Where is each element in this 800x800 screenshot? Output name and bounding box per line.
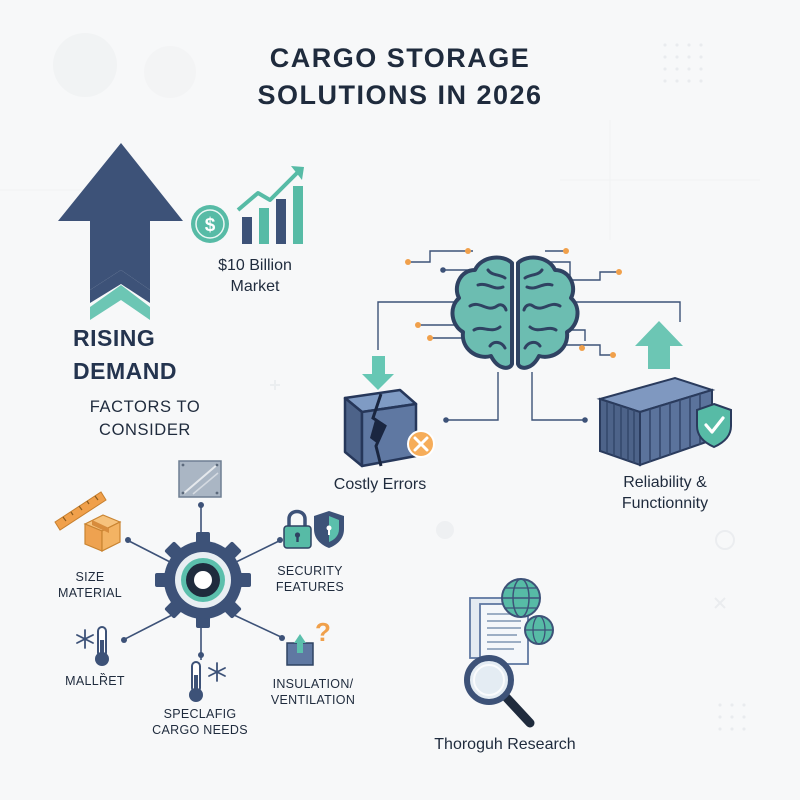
factors-line-1: FACTORS TO bbox=[89, 398, 201, 416]
brain-icon bbox=[450, 255, 580, 370]
security-features-label: SECURITY FEATURES bbox=[255, 563, 365, 595]
factors-heading: FACTORS TO CONSIDER bbox=[60, 396, 230, 442]
thermometer-icon bbox=[95, 626, 109, 666]
rising-line-2: DEMAND bbox=[73, 358, 177, 384]
ruler-icon bbox=[54, 491, 107, 531]
svg-text:?: ? bbox=[315, 617, 331, 647]
insulation-line-1: INSULATION/ bbox=[272, 677, 354, 691]
special-snowflake-icon bbox=[208, 662, 226, 682]
mallet-label: MALLȐET bbox=[65, 674, 125, 688]
up-arrow-icon bbox=[58, 143, 183, 320]
special-cargo-label: SPECLAFIG CARGO NEEDS bbox=[140, 706, 260, 738]
reliability-line-1: Reliability & bbox=[623, 474, 707, 491]
insulation-label: INSULATION/ VENTILATION bbox=[258, 676, 368, 708]
research-label: Thoroguh Research bbox=[434, 736, 576, 753]
magnifier-icon bbox=[464, 655, 535, 728]
features-line: FEATURES bbox=[275, 580, 345, 594]
special-line-2: CARGO NEEDS bbox=[152, 723, 248, 737]
shipping-container-icon bbox=[596, 376, 716, 467]
insulation-line-2: VENTILATION bbox=[270, 693, 356, 707]
broken-box-icon bbox=[343, 388, 418, 468]
reliability-line-2: Functionnity bbox=[621, 495, 709, 512]
snowflake-icon bbox=[76, 629, 94, 649]
market-label: $10 Billion Market bbox=[195, 255, 315, 297]
shield-icon bbox=[314, 511, 344, 548]
market-line-2: Market bbox=[230, 278, 280, 295]
metal-sheet-icon bbox=[178, 460, 222, 498]
globe-icon bbox=[501, 578, 554, 645]
down-arrow-icon bbox=[362, 356, 394, 390]
special-line-1: SPECLAFIG bbox=[163, 707, 237, 721]
gear-icon bbox=[155, 532, 251, 628]
factors-line-2: CONSIDER bbox=[99, 421, 191, 439]
shield-check-icon bbox=[696, 402, 732, 449]
special-thermometer-icon bbox=[189, 661, 203, 702]
reliability-label: Reliability & Functionnity bbox=[590, 472, 740, 514]
rising-line-1: RISING bbox=[73, 325, 156, 351]
page-title: CARGO STORAGE SOLUTIONS IN 2026 bbox=[150, 40, 650, 114]
title-line-1: CARGO STORAGE bbox=[269, 43, 531, 73]
background-decor bbox=[0, 33, 760, 731]
material-line: MATERIAL bbox=[58, 586, 122, 600]
costly-errors-label: Costly Errors bbox=[333, 476, 427, 493]
title-line-2: SOLUTIONS IN 2026 bbox=[257, 80, 543, 110]
dollar-coin-icon: $ bbox=[191, 205, 229, 243]
growth-chart-icon bbox=[236, 166, 304, 244]
size-line: SIZE bbox=[75, 570, 105, 584]
padlock-icon bbox=[283, 509, 312, 549]
circuit-lines bbox=[377, 250, 681, 421]
svg-text:$: $ bbox=[205, 215, 216, 236]
circuit-endpoints bbox=[440, 267, 588, 423]
circuit-nodes bbox=[405, 248, 622, 358]
security-line: SECURITY bbox=[277, 564, 343, 578]
box-icon bbox=[83, 514, 122, 552]
question-box-icon: ? bbox=[286, 617, 331, 666]
size-material-label: SIZE MATERIAL bbox=[40, 569, 140, 601]
error-x-icon bbox=[407, 430, 435, 458]
hub-spoke-nodes bbox=[121, 502, 285, 658]
market-line-1: $10 Billion bbox=[218, 257, 292, 274]
reliability-up-arrow-icon bbox=[635, 321, 683, 369]
rising-demand-label: RISING DEMAND bbox=[73, 322, 223, 388]
